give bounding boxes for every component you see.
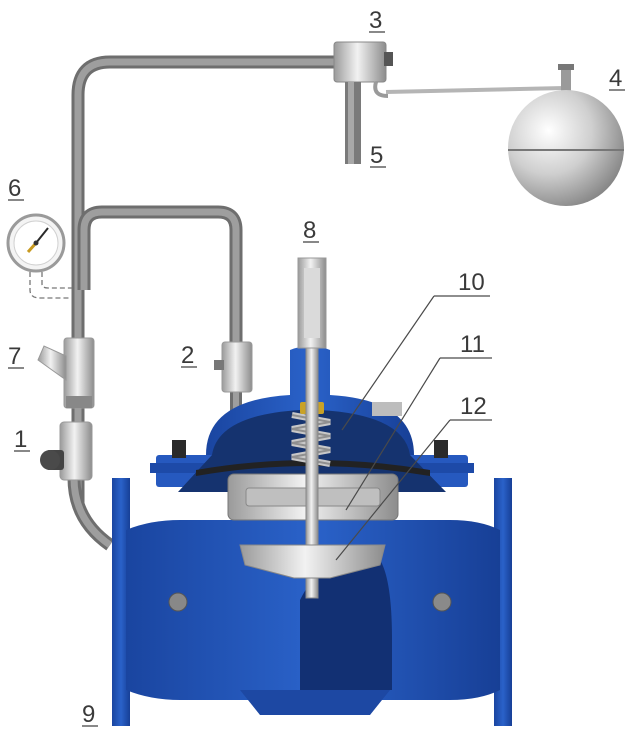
label-10: 10: [458, 269, 485, 296]
leader-lines: [335, 295, 492, 561]
label-8: 8: [303, 217, 316, 244]
pilot-tubing: [67, 55, 340, 551]
valve-internals: [196, 257, 430, 599]
label-1: 1: [14, 426, 27, 453]
pressure-gauge: [6, 213, 72, 299]
label-7: 7: [8, 343, 21, 370]
y-strainer: [37, 337, 95, 409]
needle-valve: [214, 341, 253, 393]
float-ball: [385, 64, 624, 206]
label-6: 6: [8, 175, 21, 202]
label-2: 2: [181, 342, 194, 369]
label-12: 12: [460, 393, 487, 420]
label-11: 11: [460, 331, 485, 358]
label-4: 4: [609, 65, 622, 92]
label-9: 9: [82, 701, 95, 728]
float-pilot-valve: [333, 41, 393, 164]
ball-valve: [40, 421, 93, 481]
label-3: 3: [369, 7, 382, 34]
part-labels: 1 2 3 4 5 6 7 8 9 10 11 12: [8, 7, 625, 728]
label-5: 5: [370, 142, 383, 169]
